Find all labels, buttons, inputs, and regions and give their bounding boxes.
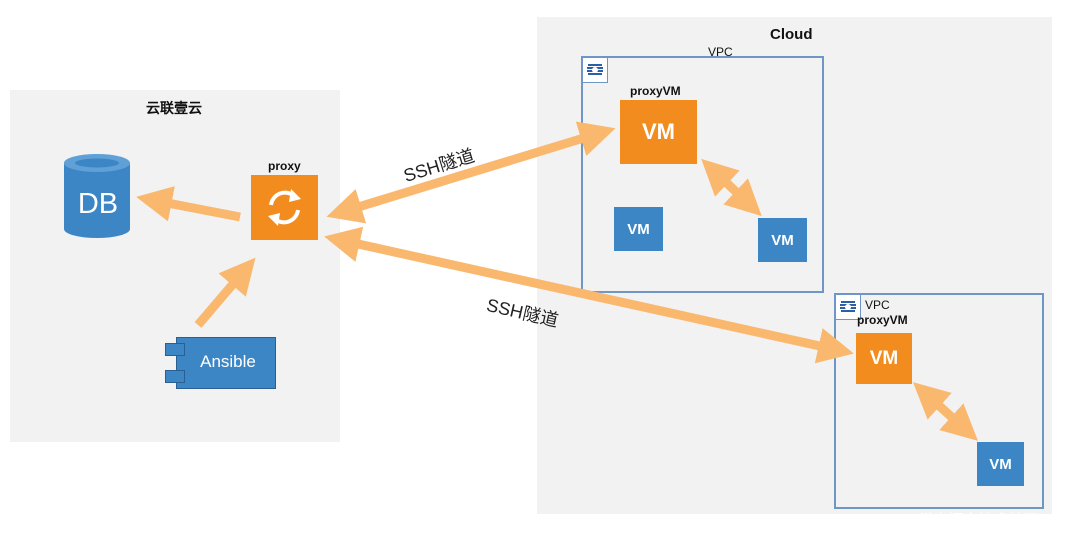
proxy-vm-2: VM bbox=[856, 333, 912, 384]
component-icon bbox=[165, 343, 185, 356]
onecloud-title: 云联壹云 bbox=[146, 100, 202, 116]
sync-icon bbox=[268, 189, 301, 226]
arrow-ansible-to-proxy bbox=[194, 257, 256, 328]
proxy-box bbox=[251, 175, 318, 240]
proxy-label: proxy bbox=[268, 159, 301, 173]
cloud-title: Cloud bbox=[770, 26, 813, 43]
proxy-vm-1-label: proxyVM bbox=[630, 84, 681, 98]
proxy-vm-1: VM bbox=[620, 100, 697, 164]
vpc-2-label: VPC bbox=[865, 298, 890, 312]
database-icon bbox=[64, 154, 130, 238]
ansible-label: Ansible bbox=[200, 352, 256, 371]
vpc-1-label: VPC bbox=[708, 45, 733, 59]
db-label: DB bbox=[77, 188, 119, 220]
ssh-tunnel-2 bbox=[324, 226, 854, 364]
ansible-box bbox=[176, 337, 276, 389]
onecloud-panel bbox=[10, 90, 340, 442]
arrow-proxyvm1-vm bbox=[701, 158, 762, 217]
arrow-proxyvm2-vm bbox=[912, 382, 979, 441]
vm-2a: VM bbox=[977, 442, 1024, 486]
cloud-provider-icon bbox=[582, 57, 608, 83]
ssh-tunnel-1 bbox=[326, 121, 616, 224]
proxy-vm-2-label: proxyVM bbox=[857, 313, 908, 327]
watermark: @稀土掘金技术社区 bbox=[903, 512, 1039, 529]
vpc-2-box bbox=[834, 293, 1044, 509]
component-icon bbox=[165, 370, 185, 383]
arrow-proxy-to-db bbox=[136, 186, 241, 222]
